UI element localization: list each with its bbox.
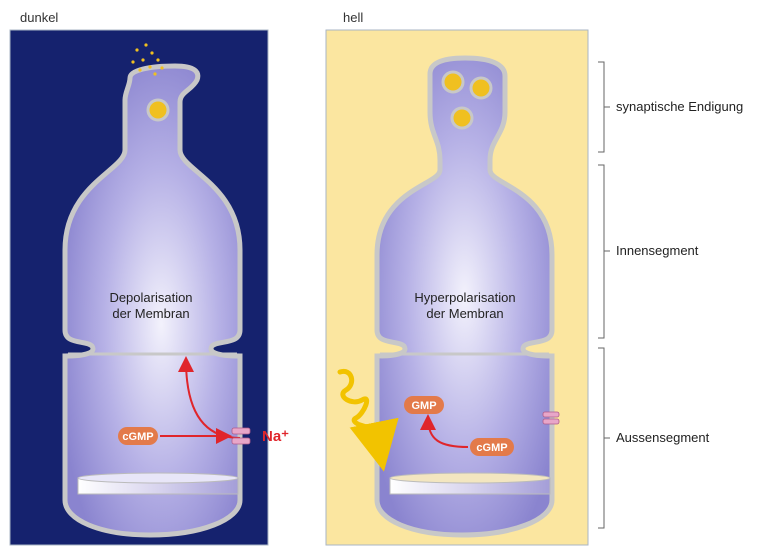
light-label-line2: der Membran <box>426 306 503 321</box>
region-brackets <box>598 61 610 529</box>
bracket-outer <box>598 347 605 529</box>
light-vesicle-1 <box>441 70 465 94</box>
dark-cgmp-label: cGMP <box>122 431 153 443</box>
dark-disc-top <box>77 472 239 484</box>
region-label-outer: Aussensegment <box>616 430 710 445</box>
dark-arrow-na-influx <box>178 356 241 439</box>
dark-label-line1: Depolarisation <box>109 290 192 305</box>
light-gmp-molecule <box>404 396 444 414</box>
region-label-synaptic: synaptische Endigung <box>616 99 743 114</box>
region-label-inner: Innensegment <box>616 243 699 258</box>
panel-title-dark: dunkel <box>20 10 58 25</box>
bracket-inner <box>598 164 605 339</box>
bracket-synaptic <box>598 61 605 153</box>
dark-cell <box>62 63 243 538</box>
light-vesicle-2 <box>469 76 493 100</box>
dark-label-line2: der Membran <box>112 306 189 321</box>
dark-panel: Depolarisation der Membran cGMP Na⁺ <box>9 29 289 546</box>
light-disc-top <box>389 472 551 484</box>
light-cgmp-label: cGMP <box>476 442 507 454</box>
dark-ion-channel <box>231 427 251 445</box>
light-gmp-label: GMP <box>411 400 436 412</box>
light-cgmp-molecule <box>470 438 514 456</box>
light-arrow-cgmp-gmp <box>420 414 469 448</box>
light-label-line1: Hyperpolarisation <box>414 290 515 305</box>
light-panel: Hyperpolarisation der Membran GMP cGMP <box>325 29 589 546</box>
dark-cgmp-molecule <box>118 427 158 445</box>
dark-na-label: Na⁺ <box>262 428 289 445</box>
light-wave-icon <box>337 368 399 472</box>
dark-transmitter-release <box>131 43 164 76</box>
dark-vesicle <box>146 98 170 122</box>
panel-title-light: hell <box>343 10 363 25</box>
light-vesicle-3 <box>450 106 474 130</box>
light-ion-channel <box>542 411 560 425</box>
